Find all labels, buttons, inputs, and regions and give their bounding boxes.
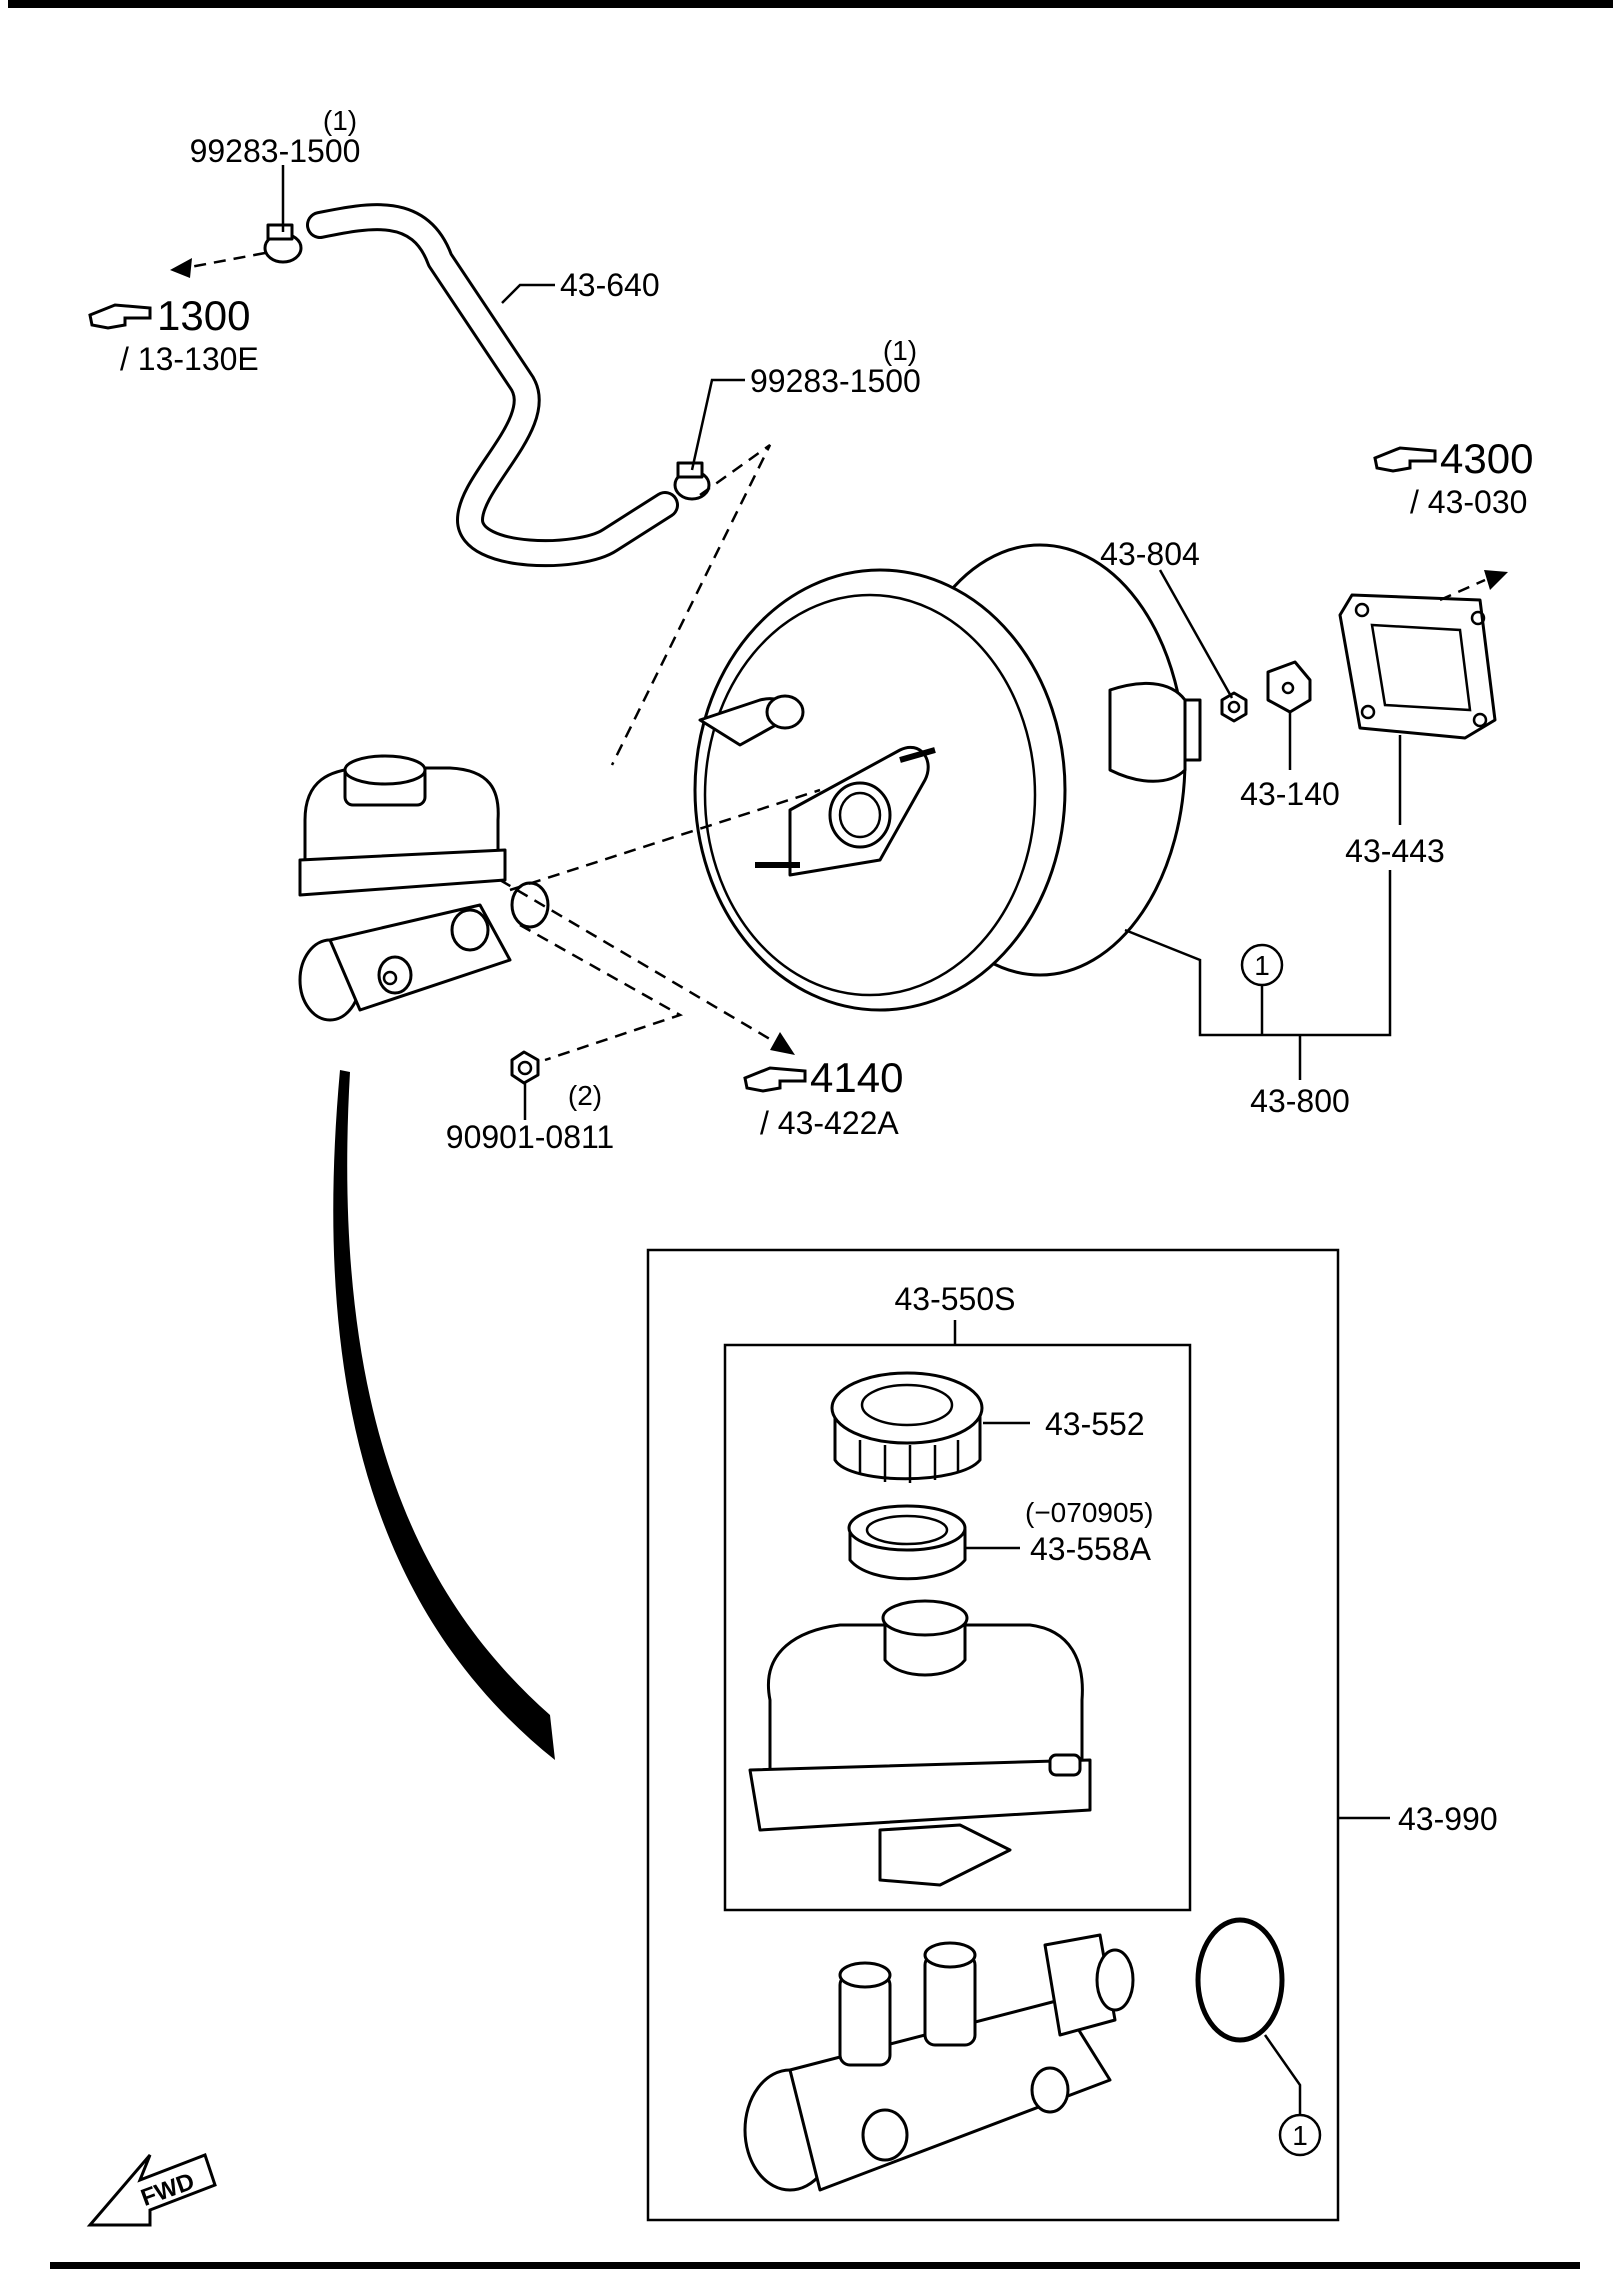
box-43-550s: [723, 1343, 1192, 1912]
cap-43-552-label: 43-552: [1045, 1406, 1145, 1442]
leader-nut-804: [1158, 569, 1234, 699]
clamp-top-pn: 99283-1500: [190, 133, 361, 169]
hose-label: 43-640: [560, 267, 660, 303]
brake-booster: [693, 543, 1202, 1012]
top-border: [8, 0, 1613, 8]
gasket-43-443-label: 43-443: [1345, 833, 1445, 869]
leader-clamp-mid: [690, 378, 745, 471]
bracket-43-140-label: 43-140: [1240, 776, 1340, 812]
strainer-43-558a-label: 43-558A: [1030, 1531, 1152, 1567]
bottom-border: [50, 2262, 1580, 2269]
nut-43-804-label: 43-804: [1100, 536, 1200, 572]
leader-hose: [501, 283, 555, 304]
o-ring: [1195, 1917, 1285, 2043]
nut-qty: (2): [568, 1080, 602, 1111]
hose-clamp-top: [263, 223, 303, 264]
ref-4300-sub: / 43-030: [1410, 484, 1527, 520]
master-cylinder-upper: [298, 754, 550, 1022]
ref-4300: 4300: [1440, 435, 1533, 482]
date-range-label: (−070905): [1025, 1497, 1153, 1528]
gasket-43-443: [1338, 593, 1497, 740]
pointing-hand-icon: [743, 1066, 807, 1093]
leader-oring: [1263, 2034, 1302, 2115]
clamp-top-qty: (1): [323, 105, 357, 136]
hose-clamp-mid: [673, 461, 711, 501]
pointing-hand-icon: [1373, 446, 1437, 473]
reservoir-cap: [830, 1371, 984, 1483]
leader-booster: [1124, 870, 1392, 1037]
callout-1b-text: 1: [1292, 2120, 1308, 2151]
kit-43-550s-label: 43-550S: [895, 1281, 1016, 1317]
callout-circle-1b: [1278, 2113, 1322, 2157]
dash-guide-master-3: [519, 923, 684, 1062]
booster-43-800-label: 43-800: [1250, 1083, 1350, 1119]
arrowhead-4300: [1484, 570, 1508, 590]
callout-circle-1a: [1240, 943, 1284, 987]
ref-1300-sub: / 13-130E: [120, 341, 259, 377]
dash-arrow-1300: [184, 251, 266, 270]
large-curved-arrow: [333, 1070, 555, 1760]
arrowhead-1300: [170, 258, 192, 278]
clamp-mid-qty: (1): [883, 335, 917, 366]
dash-guide-hose: [610, 443, 772, 766]
vacuum-hose: [306, 203, 679, 568]
master-43-990-label: 43-990: [1398, 1801, 1498, 1837]
nut-43-804: [1220, 691, 1248, 723]
fwd-arrow-icon: FWD: [86, 2153, 217, 2227]
strainer: [847, 1504, 967, 1581]
dash-guide-master-1: [509, 788, 821, 892]
bracket-43-140: [1266, 660, 1312, 714]
ref-4140: 4140: [810, 1054, 903, 1101]
ref-4140-sub: / 43-422A: [760, 1105, 899, 1141]
pointing-hand-icon: [88, 303, 152, 330]
nut-pn: 90901-0811: [446, 1119, 614, 1155]
master-cylinder-body: [743, 1933, 1135, 2192]
ref-1300: 1300: [157, 292, 250, 339]
nut-90901-0811: [510, 1050, 540, 1085]
box-43-990: [646, 1248, 1340, 2222]
clamp-mid-pn: 99283-1500: [750, 363, 921, 399]
callout-1a-text: 1: [1254, 950, 1270, 981]
arrowhead-4140: [770, 1032, 795, 1055]
reservoir: [748, 1599, 1092, 1887]
dash-arrow-4300: [1439, 578, 1486, 602]
dash-guide-master-2: [499, 878, 781, 1047]
